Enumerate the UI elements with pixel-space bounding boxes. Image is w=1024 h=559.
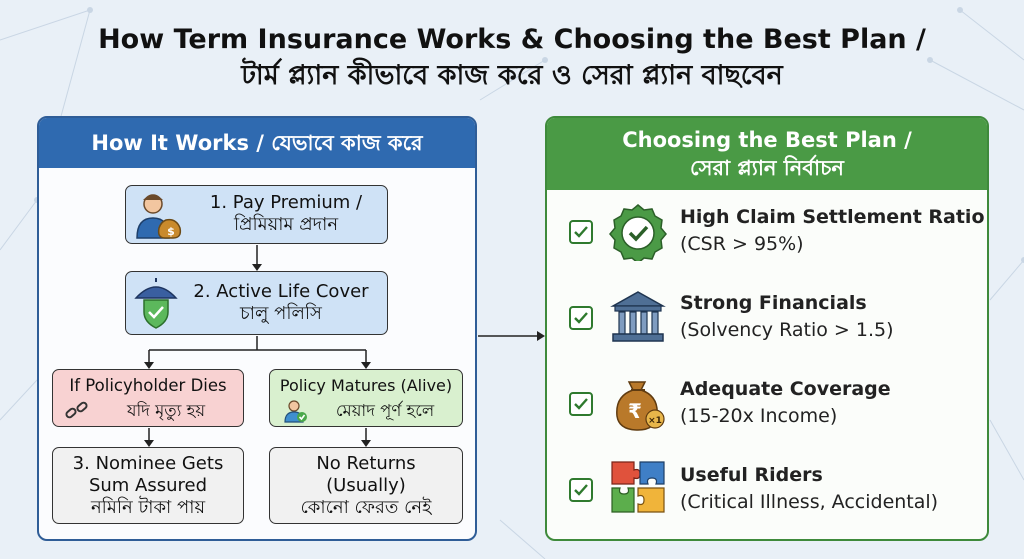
checkbox-icon [569,392,593,416]
step1-line2: প্রিমিয়াম প্রদান [233,214,339,235]
title-line-bengali: টার্ম প্ল্যান কীভাবে কাজ করে ও সেরা প্ল্… [241,60,783,91]
result-nominee-gets-sum: 3. Nominee Gets Sum Assured নমিনি টাকা প… [52,447,244,524]
page-title: How Term Insurance Works & Choosing the … [0,22,1024,94]
result-mature-line3: কোনো ফেরত নেই [300,497,432,518]
result-mature-line2: (Usually) [326,475,406,496]
step2-line1: 2. Active Life Cover [193,281,369,302]
result-mature-line1: No Returns [316,453,416,474]
branch-matures-line1: Policy Matures (Alive) [279,376,453,395]
person-check-icon [284,400,307,423]
checkbox-icon [569,220,593,244]
criterion-1-title: High Claim Settlement Ratio [680,206,985,228]
right-header-line1: Choosing the Best Plan / [622,128,912,152]
branch-matures-line2: মেয়াদ পূর্ণ হলে [335,401,435,420]
checkbox-icon [569,478,593,502]
criterion-3-sub: (15-20x Income) [680,405,838,427]
criterion-useful-riders: Useful Riders (Critical Illness, Acciden… [547,454,987,534]
person-money-bag-icon: $ [136,194,182,239]
how-it-works-header: How It Works / যেভাবে কাজ করে [39,118,475,168]
criterion-2-title: Strong Financials [680,292,867,314]
svg-text:$: $ [167,225,175,238]
step2-text: 2. Active Life Cover চালু পলিসি [176,281,386,325]
step-pay-premium: $ 1. Pay Premium / প্রিমিয়াম প্রদান [125,185,388,244]
step1-text: 1. Pay Premium / প্রিমিয়াম প্রদান [186,192,386,236]
criterion-4-sub: (Critical Illness, Accidental) [680,491,939,513]
criterion-adequate-coverage: ₹ ×1 Adequate Coverage (15-20x Income) [547,368,987,448]
criterion-strong-financials: Strong Financials (Solvency Ratio > 1.5) [547,282,987,362]
rupee-bag-icon: ₹ ×1 [616,381,665,431]
criterion-claim-settlement: High Claim Settlement Ratio (CSR > 95%) [547,196,987,276]
badge-check-icon [609,204,667,261]
title-line-english: How Term Insurance Works & Choosing the … [98,24,926,55]
step1-line1: 1. Pay Premium / [209,192,363,213]
criterion-4-title: Useful Riders [680,464,823,486]
choosing-best-plan-panel: Choosing the Best Plan / সেরা প্ল্যান নি… [545,116,989,541]
result-death-line3: নমিনি টাকা পায় [90,497,206,518]
branch-dies-line1: If Policyholder Dies [69,376,227,395]
svg-text:₹: ₹ [628,399,642,423]
result-death-line1: 3. Nominee Gets [72,453,224,474]
umbrella-shield-icon [134,278,178,329]
criterion-2-sub: (Solvency Ratio > 1.5) [680,319,894,341]
result-death-line2: Sum Assured [88,475,208,496]
checkbox-icon [569,306,593,330]
coverage-badge: ×1 [648,416,662,426]
broken-chain-icon [65,401,88,419]
step2-line2: চালু পলিসি [240,303,322,324]
branch-dies-line2: যদি মৃত্যু হয় [126,401,206,420]
result-no-returns: No Returns (Usually) কোনো ফেরত নেই [269,447,463,524]
choosing-best-plan-header: Choosing the Best Plan / সেরা প্ল্যান নি… [547,118,987,190]
step-active-life-cover: 2. Active Life Cover চালু পলিসি [125,271,388,335]
branch-policy-matures: Policy Matures (Alive) মেয়াদ পূর্ণ হলে [269,369,463,427]
branch-policyholder-dies: If Policyholder Dies যদি মৃত্যু হয় [52,369,244,427]
puzzle-pieces-icon [611,461,665,513]
criterion-3-title: Adequate Coverage [680,378,891,400]
right-header-line2: সেরা প্ল্যান নির্বাচন [690,156,844,180]
criterion-1-sub: (CSR > 95%) [680,233,804,255]
bank-building-icon [610,291,666,342]
